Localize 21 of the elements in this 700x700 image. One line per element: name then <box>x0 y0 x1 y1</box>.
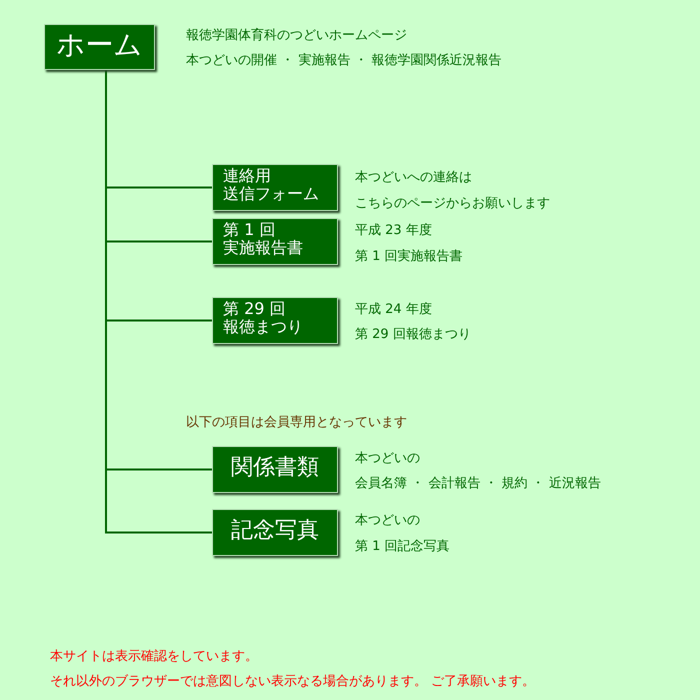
home-button: ホーム <box>44 24 155 70</box>
description-text: こちらのページからお願いします <box>355 195 550 212</box>
description-text: 本つどいへの連絡は <box>355 169 472 186</box>
note-text: 以下の項目は会員専用となっています <box>186 414 407 431</box>
notice-text: 本サイトは表示確認をしています。 <box>50 648 258 665</box>
description-text: 報徳学園体育科のつどいホームページ <box>186 26 407 44</box>
description-text: 本つどいの開催 ・ 実施報告 ・ 報徳学園関係近況報告 <box>186 52 502 69</box>
menu-button: 第 29 回報徳まつり <box>212 297 338 344</box>
description-text: 第 29 回報徳まつり <box>355 326 471 343</box>
menu-button: 連絡用送信フォーム <box>212 164 338 211</box>
description-text: 本つどいの <box>355 512 420 529</box>
notice-text: それ以外のブラウザーでは意図しない表示なる場合があります。 ご了承願います。 <box>50 673 536 690</box>
menu-button: 関係書類 <box>212 446 338 493</box>
menu-button: 第 1 回実施報告書 <box>212 218 338 265</box>
description-text: 会員名簿 ・ 会計報告 ・ 規約 ・ 近況報告 <box>355 475 601 492</box>
description-text: 本つどいの <box>355 450 420 467</box>
description-text: 第 1 回実施報告書 <box>355 248 463 265</box>
menu-button: 記念写真 <box>212 509 338 556</box>
description-text: 平成 23 年度 <box>355 222 432 239</box>
description-text: 平成 24 年度 <box>355 301 432 318</box>
description-text: 第 1 回記念写真 <box>355 538 450 555</box>
